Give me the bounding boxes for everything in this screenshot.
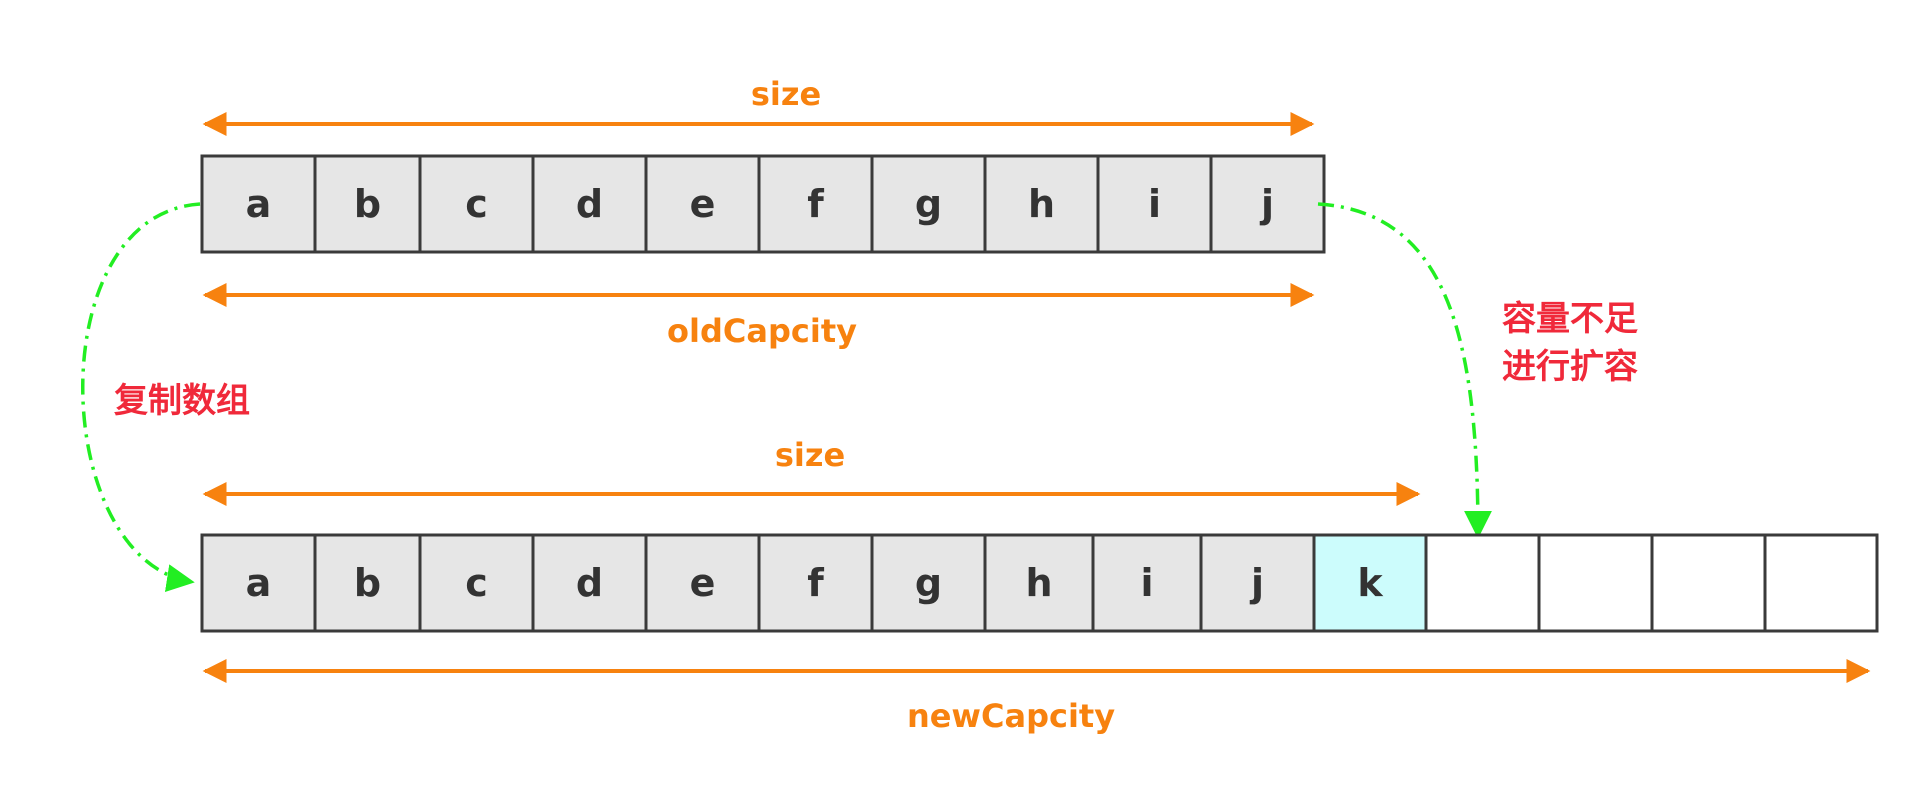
new-array-cell-value: a — [246, 561, 272, 605]
old-array-cell-value: g — [915, 182, 942, 226]
old-array-cell-value: b — [354, 182, 381, 226]
new-array: a b c d e f g h i j k — [200, 533, 1879, 633]
old-size-dimension: size — [202, 75, 1315, 136]
old-array-cell-3: d — [531, 154, 648, 254]
old-array-cell-value: e — [690, 182, 716, 226]
new-array-cell-1: b — [313, 533, 422, 633]
new-array-cell-value: k — [1357, 561, 1383, 605]
old-array-cell-2: c — [418, 154, 535, 254]
new-array-cell-10: k — [1312, 533, 1428, 633]
new-array-cell-box — [1199, 533, 1316, 633]
new-capacity-label: newCapcity — [907, 697, 1115, 735]
old-array-cell-value: d — [576, 182, 603, 226]
new-array-cell-box — [1312, 533, 1428, 633]
new-array-cell-box — [1424, 533, 1541, 633]
new-array-cell-0: a — [200, 533, 317, 633]
old-array-cell-5: f — [757, 154, 874, 254]
new-array-cell-box — [418, 533, 535, 633]
new-array-cell-7: h — [983, 533, 1095, 633]
old-array-cell-value: c — [465, 182, 488, 226]
new-array-cell-box — [644, 533, 761, 633]
new-array-cell-3: d — [531, 533, 648, 633]
new-array-cell-8: i — [1091, 533, 1203, 633]
old-array-cell-value: f — [807, 182, 824, 226]
new-array-cell-5: f — [757, 533, 874, 633]
new-array-cell-box — [1091, 533, 1203, 633]
old-array-cell-6: g — [870, 154, 987, 254]
old-array-cell-4: e — [644, 154, 761, 254]
expand-capacity-arrow — [1317, 202, 1492, 539]
new-size-dimension: size — [202, 436, 1421, 506]
new-array-cell-value: h — [1025, 561, 1052, 605]
new-array-cell-value: g — [915, 561, 942, 605]
new-array-cell-box — [1763, 533, 1879, 633]
new-array-cell-12 — [1537, 533, 1654, 633]
old-array-cell-value: j — [1259, 182, 1274, 226]
new-array-cell-9: j — [1199, 533, 1316, 633]
new-array-cell-value: f — [807, 561, 824, 605]
new-capacity-dimension: newCapcity — [202, 659, 1871, 735]
old-array-cell-9: j — [1209, 154, 1326, 254]
old-array-cell-box — [1096, 154, 1213, 254]
new-array-cell-box — [870, 533, 987, 633]
old-array: a b c d e f g h i j — [200, 154, 1326, 254]
old-array-cell-1: b — [313, 154, 422, 254]
new-array-cell-13 — [1650, 533, 1767, 633]
new-array-cell-box — [983, 533, 1095, 633]
new-array-cell-11 — [1424, 533, 1541, 633]
old-capacity-label: oldCapcity — [667, 312, 857, 350]
new-size-label: size — [775, 436, 845, 474]
old-array-cell-value: h — [1028, 182, 1055, 226]
new-array-cell-value: e — [690, 561, 716, 605]
old-size-label: size — [751, 75, 821, 113]
old-array-cell-0: a — [200, 154, 317, 254]
new-array-cell-value: b — [354, 561, 381, 605]
new-array-cell-6: g — [870, 533, 987, 633]
copy-array-arrow — [81, 202, 201, 592]
old-array-cell-8: i — [1096, 154, 1213, 254]
copy-array-note: 复制数组 — [114, 381, 250, 421]
new-array-cell-box — [1537, 533, 1654, 633]
old-array-cell-value: i — [1148, 182, 1161, 226]
new-array-cell-14 — [1763, 533, 1879, 633]
expand-capacity-note-line2: 进行扩容 — [1502, 347, 1638, 387]
new-array-cell-2: c — [418, 533, 535, 633]
new-array-cell-box — [1650, 533, 1767, 633]
new-array-cell-value: j — [1249, 561, 1264, 605]
expand-capacity-note-line1: 容量不足 — [1502, 299, 1638, 339]
old-capacity-dimension: oldCapcity — [202, 283, 1315, 350]
new-array-cell-box — [757, 533, 874, 633]
new-array-cell-value: i — [1140, 561, 1153, 605]
old-array-cell-box — [313, 154, 422, 254]
old-array-cell-7: h — [983, 154, 1100, 254]
old-array-cell-box — [418, 154, 535, 254]
old-array-cell-box — [1209, 154, 1326, 254]
new-array-cell-box — [531, 533, 648, 633]
new-array-cell-value: c — [465, 561, 488, 605]
old-array-cell-value: a — [246, 182, 272, 226]
new-array-cell-box — [313, 533, 422, 633]
new-array-cell-value: d — [576, 561, 603, 605]
new-array-cell-4: e — [644, 533, 761, 633]
